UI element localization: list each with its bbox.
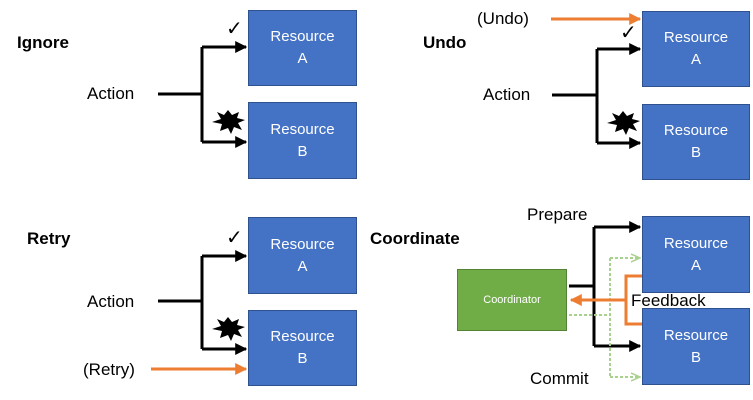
resource-name: Resource — [270, 120, 335, 138]
resource-id: A — [297, 257, 308, 275]
action-label: Action — [87, 292, 135, 311]
resource-id: A — [297, 50, 308, 67]
retry-connectors — [151, 250, 248, 375]
resource-a-box: Resource A — [248, 10, 357, 86]
coordinator-box: Coordinator — [457, 269, 567, 331]
check-mark-icon: ✓ — [226, 16, 243, 40]
commit-label: Commit — [530, 369, 589, 388]
resource-name: Resource — [663, 326, 729, 344]
resource-id: A — [690, 51, 701, 68]
resource-a-box: Resource A — [642, 216, 750, 293]
undo-label: (Undo) — [477, 9, 529, 28]
resource-b-box: Resource B — [642, 308, 750, 385]
resource-id: B — [297, 350, 308, 367]
resource-name: Resource — [270, 328, 335, 345]
prepare-label: Prepare — [527, 205, 588, 224]
retry-label: (Retry) — [83, 360, 135, 379]
ignore-connectors — [158, 41, 248, 148]
feedback-label: Feedback — [631, 291, 706, 310]
resource-name: Resource — [270, 28, 335, 45]
resource-id: B — [690, 348, 701, 366]
resource-name: Resource — [270, 235, 335, 253]
resource-b-box: Resource B — [248, 102, 357, 179]
resource-b-box: Resource B — [642, 104, 750, 180]
panel-title-coordinate: Coordinate — [370, 229, 460, 248]
action-label: Action — [87, 84, 135, 103]
check-mark-icon: ✓ — [620, 20, 637, 44]
resource-a-box: Resource A — [248, 217, 357, 294]
resource-name: Resource — [663, 234, 729, 252]
resource-id: B — [690, 144, 701, 161]
panel-title-retry: Retry — [27, 229, 71, 248]
panel-title-undo: Undo — [423, 33, 467, 52]
resource-a-box: Resource A — [642, 11, 750, 87]
action-label: Action — [483, 85, 531, 104]
undo-connectors — [551, 13, 642, 149]
coordinate-connectors — [569, 221, 642, 377]
resource-id: A — [690, 256, 701, 274]
panel-title-ignore: Ignore — [17, 33, 69, 52]
resource-b-box: Resource B — [248, 310, 357, 386]
explosion-icon — [607, 111, 640, 135]
resource-name: Resource — [663, 29, 729, 46]
explosion-icon — [212, 110, 245, 134]
resource-id: B — [297, 142, 308, 160]
check-mark-icon: ✓ — [226, 225, 243, 249]
explosion-icon — [212, 317, 245, 341]
resource-name: Resource — [663, 122, 729, 139]
